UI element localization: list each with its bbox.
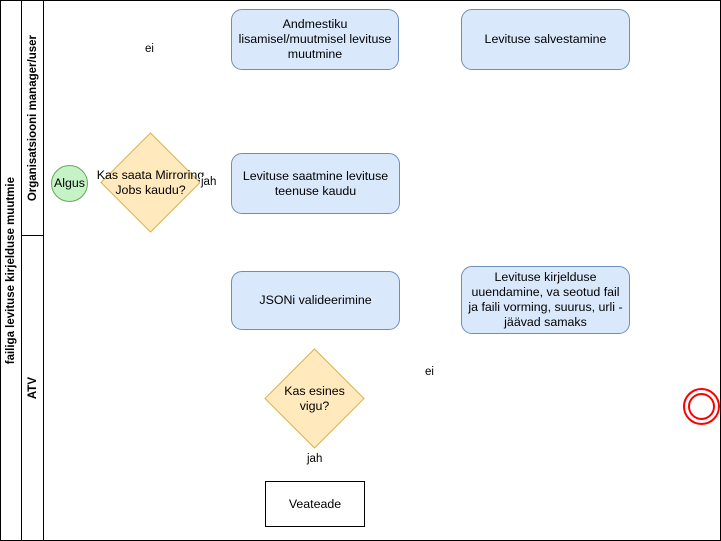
node-veateade[interactable]: Veateade: [265, 481, 365, 527]
node-kas-saata-mirroring-jobs-kaudu-decision[interactable]: Kas saata Mirroring Jobs kaudu?: [97, 132, 204, 233]
node-andmestiku-lisamisel-muutmisel-levituse-muutmine[interactable]: Andmestiku lisamisel/muutmisel levituse …: [231, 9, 399, 70]
edge-label-ei-1: ei: [144, 43, 155, 56]
end-terminator-inner-ring: [688, 393, 715, 420]
swimlane-atv: ATV: [22, 236, 44, 540]
decision-diamond-shape-2: [264, 348, 365, 449]
node-algus-start[interactable]: Algus: [51, 165, 88, 202]
edge-label-jah-2: jah: [306, 453, 324, 466]
swimlane-label-manager: Organisatsiooni manager/user: [26, 34, 39, 202]
edge-label-jah-1: jah: [200, 176, 218, 189]
pool-title-label: failiga levituse kirjelduse muutmie: [5, 176, 17, 365]
node-levituse-kirjelduse-uuendamine[interactable]: Levituse kirjelduse uuendamine, va seotu…: [461, 266, 630, 334]
node-levituse-salvestamine[interactable]: Levituse salvestamine: [461, 9, 630, 70]
node-jsoni-valideerimine[interactable]: JSONi valideerimine: [231, 271, 400, 330]
node-levituse-saatmine-levituse-teenuse-kaudu[interactable]: Levituse saatmine levituse teenuse kaudu: [231, 153, 400, 214]
node-end-terminator[interactable]: [683, 388, 720, 425]
decision-diamond-shape: [100, 132, 201, 233]
swimlane-organisatsiooni-manager-user: Organisatsiooni manager/user: [22, 1, 44, 236]
swimlane-label-atv: ATV: [26, 376, 39, 400]
pool-title: failiga levituse kirjelduse muutmie: [1, 1, 22, 540]
node-kas-esines-vigu-decision[interactable]: Kas esines vigu?: [264, 348, 365, 449]
edge-label-ei-2: ei: [424, 366, 435, 379]
